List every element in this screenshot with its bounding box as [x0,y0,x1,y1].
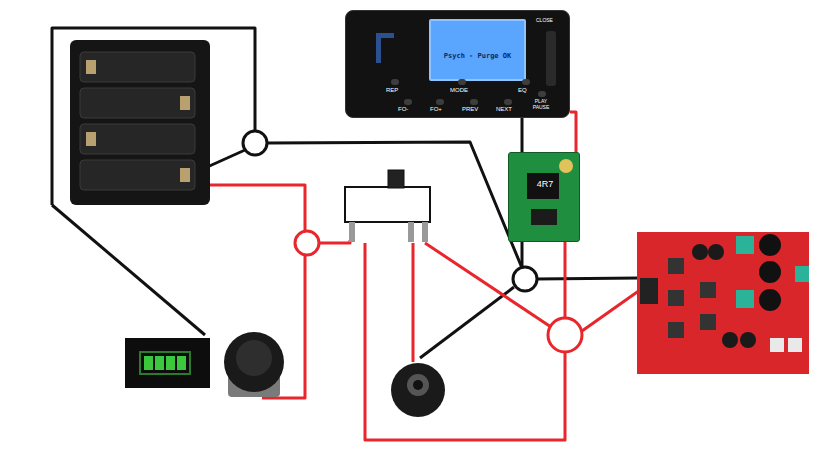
black-wire [205,150,245,168]
button-dot [391,79,399,85]
button-label: REP [386,87,398,94]
mp3-player-module: Psych - Purge OK REP MODE EQ FO- FO+ PREV NEXT P… [345,10,570,118]
capacitor [722,332,738,348]
level-bar [144,356,153,370]
black-wire [52,28,255,205]
black-wire [536,278,640,279]
indicator-panel [125,338,210,388]
button-dot [458,79,466,85]
speaker-terminal [736,236,754,254]
button-label: MODE [450,87,468,94]
red-wire [582,290,640,331]
battery-spring [180,96,190,110]
button-label: NEXT [496,106,512,113]
amp-pcb [637,232,809,374]
inductor [668,322,684,338]
capacitor [708,244,724,260]
switch-pin [422,222,428,242]
music-note [376,33,394,63]
button-dot [404,99,412,105]
red-wire [320,240,350,243]
battery-slot [80,124,195,154]
inductor [668,290,684,306]
black-wire [420,287,514,358]
potentiometer [759,234,781,256]
battery-slot [80,88,195,118]
red-wire [425,243,551,327]
battery-holder-body [70,40,210,205]
battery-spring [86,60,96,74]
buck-converter: 4R7 [508,152,580,242]
button-label: EQ [518,87,527,94]
button-label: PREV [462,106,478,113]
junction-circle [243,131,267,155]
volume-slider [546,31,556,86]
junction-circle [548,318,582,352]
ic-chip [531,209,557,225]
battery-holder [70,40,210,205]
dc-jack [391,363,445,417]
switch-pin [408,222,414,242]
battery-slot [80,52,195,82]
power-terminal [640,278,658,304]
junction-circle [295,231,319,255]
button-top [236,340,272,376]
potentiometer [759,261,781,283]
battery-spring [86,132,96,146]
black-wire [521,118,524,152]
capacitor [692,244,708,260]
switch-pin [349,222,355,242]
potentiometer [759,289,781,311]
battery-slot [80,160,195,190]
capacitor [740,332,756,348]
lcd-screen [429,19,526,81]
speaker-terminal [736,290,754,308]
jack-hole [407,374,429,396]
jack-body [391,363,445,417]
button-cap [224,332,284,392]
junctions [243,131,582,352]
level-bar [166,356,175,370]
battery-indicator [125,338,210,388]
speaker-terminal [795,266,809,282]
switch-lever [388,170,404,188]
trim-pot [559,159,573,173]
button-label: FO+ [430,106,442,113]
black-wire [52,205,205,335]
button-label: PLAY PAUSE [530,99,552,110]
button-dot [436,99,444,105]
inductor [700,314,716,330]
level-bar [155,356,164,370]
inductor [700,282,716,298]
lcd-text: Psych - Purge OK [444,53,511,61]
amplifier-board [637,232,809,374]
red-wire [365,243,565,440]
component-marking: 4R7 [537,180,554,190]
inductor [668,258,684,274]
red-wire [412,243,415,362]
button-dot [470,99,478,105]
button-label: FO- [398,106,408,113]
switch-body [345,187,430,222]
button-dot [504,99,512,105]
level-bar [177,356,186,370]
black-wire [521,240,524,267]
battery-outline [140,352,190,374]
button-dot [522,79,530,85]
push-button [224,332,284,397]
jack-pin [413,380,423,390]
slide-switch [345,170,430,242]
red-wire [564,240,567,318]
battery-spring [180,168,190,182]
junction-circle [513,267,537,291]
button-label: CLOSE [536,18,553,24]
red-wire [570,112,576,152]
red-wire [208,185,305,230]
audio-input [770,338,784,352]
audio-input [788,338,802,352]
button-dot [538,91,546,97]
